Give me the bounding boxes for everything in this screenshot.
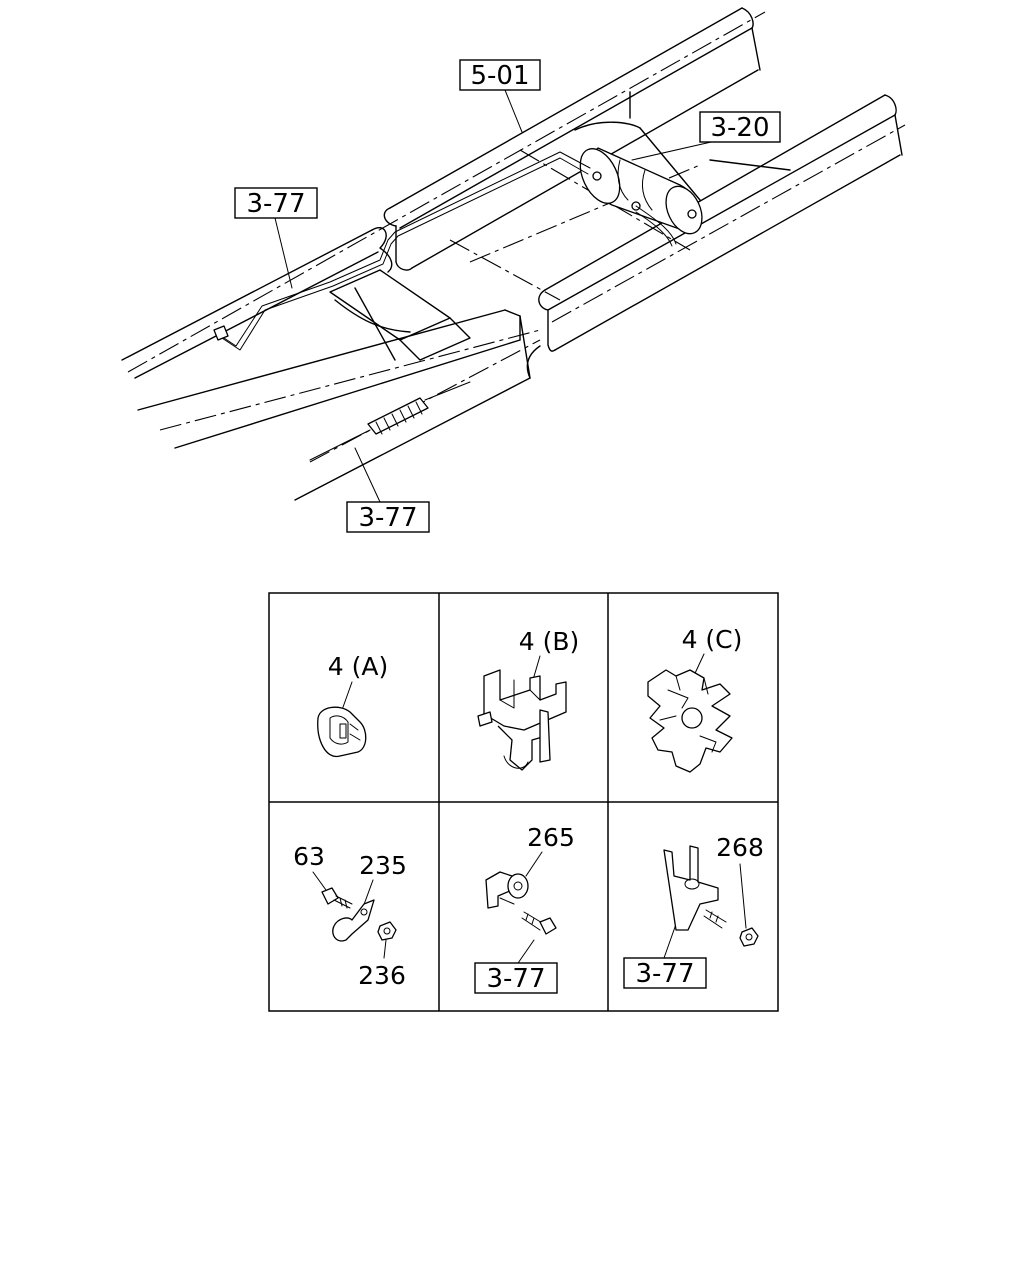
label-4c: 4 (C) xyxy=(682,625,743,654)
label-235: 235 xyxy=(359,851,407,880)
label-4b: 4 (B) xyxy=(519,627,580,656)
label-3-77-c: 3-77 xyxy=(635,959,694,989)
callout-3-20-text: 3-20 xyxy=(710,113,769,143)
hose-spring xyxy=(309,381,471,461)
callout-3-77-lower-text: 3-77 xyxy=(358,503,417,533)
label-4a: 4 (A) xyxy=(328,652,388,681)
bracket-268-icon xyxy=(663,845,719,931)
nut-268-icon xyxy=(739,927,759,947)
label-265: 265 xyxy=(527,823,575,852)
callout-3-20[interactable]: 3-20 xyxy=(699,111,781,143)
callout-5-01-text: 5-01 xyxy=(470,61,529,91)
detail-panel-clip-4a: 4 (A) xyxy=(317,652,388,758)
brake-pipe xyxy=(213,151,677,351)
callout-5-01[interactable]: 5-01 xyxy=(459,59,541,91)
clip-4c-icon xyxy=(647,669,733,773)
label-236: 236 xyxy=(358,961,406,990)
detail-panel-bracket-268: 268 3-77 xyxy=(623,833,764,989)
label-3-77-b: 3-77 xyxy=(486,964,545,994)
bracket-265-icon xyxy=(485,871,529,909)
clip-4a-icon xyxy=(317,706,367,758)
callout-3-77-lower[interactable]: 3-77 xyxy=(346,501,430,533)
detail-panel-bracket-265: 265 3-77 xyxy=(474,823,575,994)
detail-panel-clip-4b: 4 (B) xyxy=(477,627,580,771)
label-63: 63 xyxy=(293,842,325,871)
clip-4b-icon xyxy=(477,669,567,771)
callout-leaders xyxy=(274,89,721,503)
label-268: 268 xyxy=(716,833,764,862)
bolt-3-77-icon xyxy=(521,911,557,935)
detail-panel-clip-4c: 4 (C) xyxy=(647,625,743,773)
bolt-icon xyxy=(703,909,727,929)
detail-grid xyxy=(268,592,779,1012)
callout-box-3-77-b[interactable] xyxy=(474,962,558,994)
bolt-63-icon xyxy=(321,887,353,909)
air-tank xyxy=(579,147,703,235)
detail-panel-clamp-set: 63 235 236 xyxy=(293,842,407,990)
callout-3-77-upper-text: 3-77 xyxy=(246,189,305,219)
clamp-235-icon xyxy=(332,899,375,942)
callout-3-77-upper[interactable]: 3-77 xyxy=(234,187,318,219)
nut-236-icon xyxy=(377,921,397,941)
callout-box-3-77-c[interactable] xyxy=(623,957,707,989)
